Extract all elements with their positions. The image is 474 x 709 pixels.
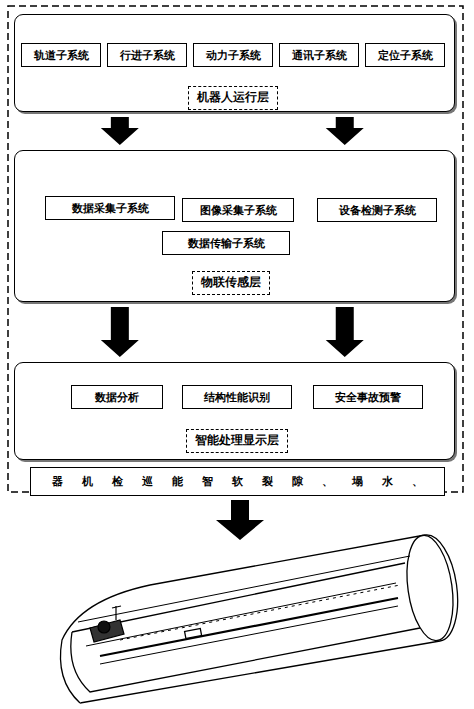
box-label: 行进子系统 — [120, 49, 175, 62]
subsystem-box: 通讯子系统 — [279, 43, 359, 67]
subsystem-box: 数据传输子系统 — [162, 231, 290, 255]
text-band: 器机检巡能智软裂隙、塌水、 — [30, 467, 445, 496]
layer-panel: 智能处理显示层 数据分析 结构性能识别 安全事故预警 — [14, 362, 455, 460]
block-arrow — [326, 117, 364, 145]
subsystem-box: 定位子系统 — [365, 43, 445, 67]
box-label: 动力子系统 — [206, 49, 261, 62]
robot-figure — [90, 606, 124, 642]
block-arrow — [326, 307, 364, 357]
box-label: 数据采集子系统 — [72, 202, 149, 215]
layer-label: 机器人运行层 — [188, 86, 278, 110]
subsystem-box: 结构性能识别 — [182, 385, 292, 409]
subsystem-box: 动力子系统 — [193, 43, 273, 67]
box-label: 数据传输子系统 — [188, 237, 265, 250]
box-label: 轨道子系统 — [34, 49, 89, 62]
box-label: 设备检测子系统 — [339, 204, 416, 217]
subsystem-box: 图像采集子系统 — [182, 198, 294, 222]
box-label: 器机检巡能智软裂隙、塌水、 — [52, 475, 442, 488]
subsystem-box: 数据采集子系统 — [45, 196, 175, 220]
down-arrow — [216, 500, 264, 540]
subsystem-box: 行进子系统 — [107, 43, 187, 67]
subsystem-box: 设备检测子系统 — [317, 198, 437, 222]
outer-dashed-frame — [8, 6, 463, 492]
block-arrow — [101, 117, 139, 145]
box-label: 数据分析 — [95, 391, 139, 404]
tunnel-illustration — [60, 532, 459, 703]
layer-label: 物联传感层 — [192, 271, 270, 295]
block-arrow — [101, 307, 139, 357]
box-label: 图像采集子系统 — [200, 204, 277, 217]
layer-label: 智能处理显示层 — [186, 429, 288, 453]
subsystem-box: 数据分析 — [71, 385, 163, 409]
layer-panel: 机器人运行层 轨道子系统 行进子系统 动力子系统 通讯子系统 定位子系统 — [14, 14, 455, 112]
box-label: 定位子系统 — [378, 49, 433, 62]
subsystem-box: 轨道子系统 — [21, 43, 101, 67]
layer-panel: 物联传感层 数据采集子系统 图像采集子系统 设备检测子系统数据传输子系统 — [14, 150, 455, 302]
subsystem-box: 安全事故预警 — [313, 385, 423, 409]
box-label: 结构性能识别 — [204, 391, 270, 404]
box-label: 安全事故预警 — [335, 391, 401, 404]
box-label: 通讯子系统 — [292, 49, 347, 62]
